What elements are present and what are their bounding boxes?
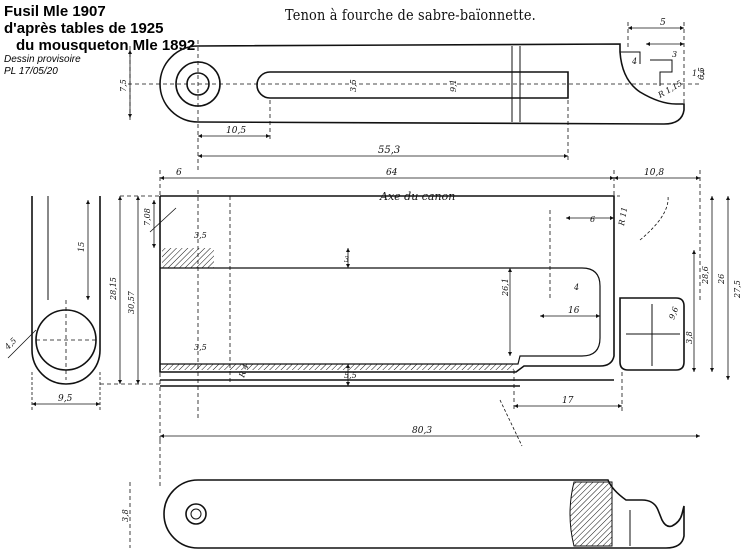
- dim-mid-5-5: 5,5: [344, 371, 357, 380]
- fork-outline: [159, 195, 615, 373]
- dim-mid-28-15: 28,15: [109, 277, 118, 301]
- dim-mid-9-6: 9,6: [667, 306, 680, 321]
- fork-hatch-bottom: [162, 364, 514, 370]
- dim-mid-64: 64: [386, 168, 398, 178]
- dim-mid-80-3: 80,3: [412, 426, 432, 436]
- dim-mid-27-5: 27,5: [733, 280, 742, 299]
- dim-top-55-3: 55,3: [378, 145, 400, 156]
- dim-mid-3-8: 3,8: [685, 331, 694, 344]
- header-note-draft: Dessin provisoire: [4, 54, 81, 65]
- dim-top-4: 4: [631, 57, 637, 66]
- fork-hatch-top: [162, 248, 214, 268]
- fork-slot: [160, 267, 601, 365]
- dim-mid-28-6: 28,6: [701, 266, 710, 285]
- dim-mid-3: 3: [344, 255, 349, 264]
- top-view-outline: [159, 43, 685, 125]
- dim-mid-6-top: 6: [590, 215, 595, 224]
- dim-mid-6: 6: [176, 168, 182, 178]
- bottom-view-knurl: [569, 481, 613, 547]
- end-view: [31, 196, 101, 385]
- fork-dimensions: [100, 170, 701, 440]
- dim-left-9-5: 9,5: [58, 394, 73, 404]
- header-line-1: Fusil Mle 1907: [4, 3, 106, 20]
- dim-top-3-5: 3,5: [349, 79, 358, 92]
- dim-mid-4: 4: [573, 283, 579, 292]
- dim-mid-26: 26: [717, 274, 726, 285]
- dim-mid-16: 16: [568, 306, 580, 316]
- dim-top-5: 5: [660, 18, 666, 28]
- dim-top-3: 3: [672, 50, 677, 59]
- dim-top-1-5: 1,5: [692, 69, 705, 78]
- header-block: Fusil Mle 1907 d'après tables de 1925 du…: [4, 3, 214, 78]
- dim-mid-17: 17: [562, 396, 574, 406]
- fork-view: [159, 195, 685, 387]
- dim-top-6-5: 6,5: [697, 67, 706, 80]
- header-line-2: d'après tables de 1925: [4, 20, 164, 37]
- header-note-date: PL 17/05/20: [4, 66, 58, 77]
- dim-mid-7-08: 7,08: [143, 208, 152, 226]
- top-view-slot: [256, 71, 569, 99]
- dim-mid-3-5-bottom: 3,5: [194, 343, 207, 352]
- bottom-view-pivot: [185, 503, 207, 525]
- dim-bottom-3-8: 3,8: [121, 509, 130, 522]
- dim-top-9-1: 9,1: [449, 79, 458, 92]
- axis-label: Axe du canon: [379, 190, 455, 203]
- bottom-view-outline: [163, 479, 685, 549]
- dim-mid-10-8: 10,8: [644, 168, 664, 178]
- bottom-view: [163, 479, 685, 549]
- dim-mid-30-57: 30,57: [127, 290, 136, 314]
- dim-mid-3-5-top: 3,5: [194, 231, 207, 240]
- end-view-outline: [31, 196, 101, 385]
- drawing-title: Tenon à fourche de sabre-baïonnette.: [285, 6, 536, 24]
- fork-tab: [619, 297, 685, 371]
- header-line-3: du mousqueton Mle 1892: [16, 37, 196, 54]
- dim-left-15: 15: [77, 242, 86, 252]
- dim-mid-r-11: R 11: [617, 206, 629, 227]
- dim-mid-26-1: 26,1: [501, 278, 510, 297]
- dim-top-7-5: 7,5: [119, 79, 128, 92]
- dim-top-10-5: 10,5: [226, 126, 246, 136]
